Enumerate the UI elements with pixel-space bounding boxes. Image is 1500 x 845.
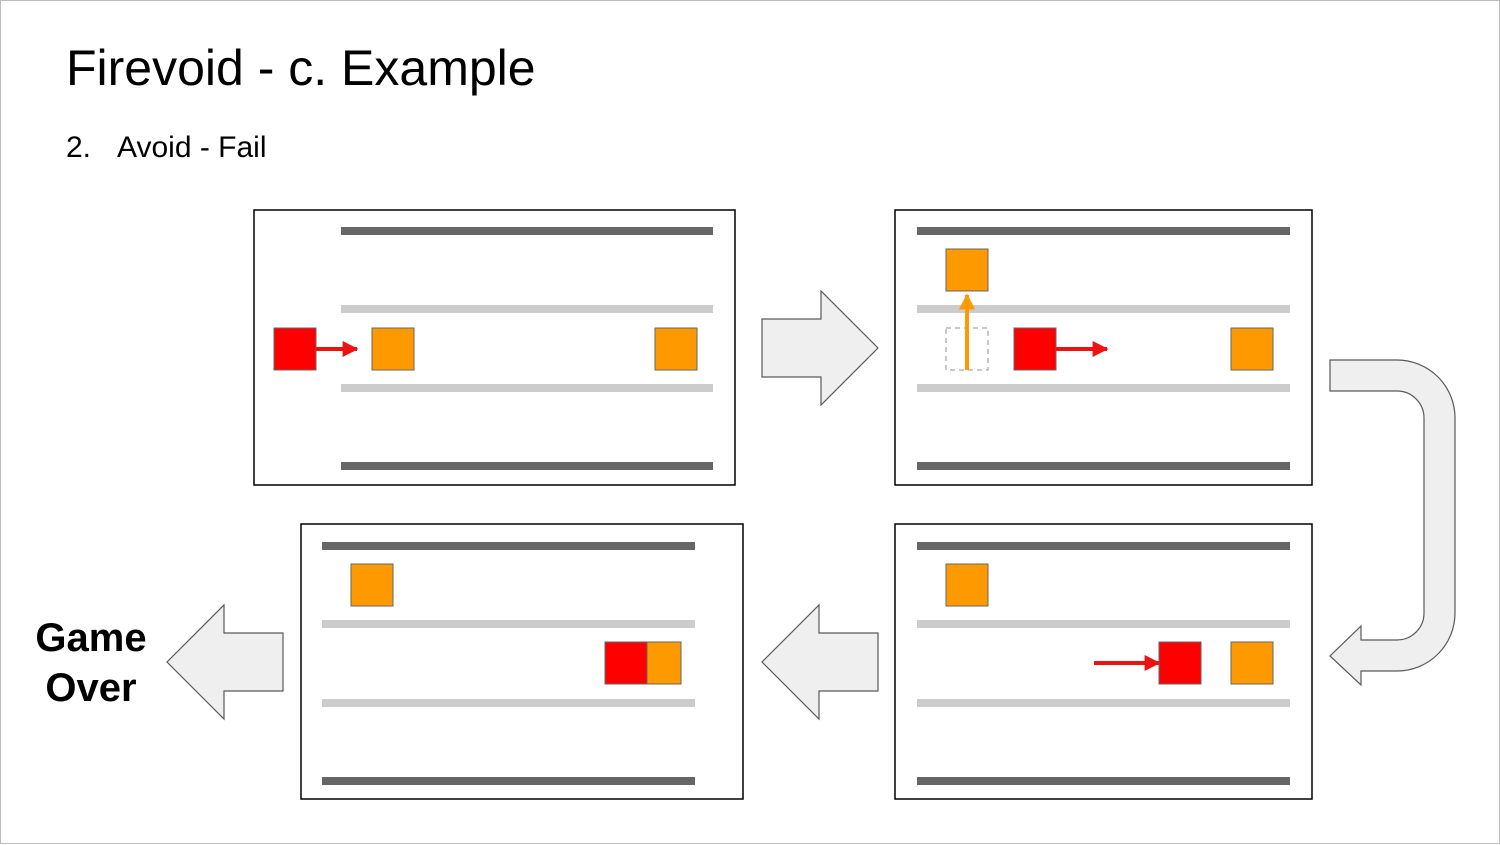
flow-u-turn-arrow [1329,359,1456,687]
subtitle-number: 2. [66,131,92,164]
panel-step-2 [894,209,1313,486]
player-red-square [273,327,317,371]
orange-square [654,327,698,371]
player-red-square [604,641,648,685]
orange-square [945,563,989,607]
slide-title: Firevoid - c. Example [66,40,536,96]
game-over-line: Game [35,616,147,660]
panel-step-3 [894,523,1313,800]
flow-right-arrow [761,289,879,407]
orange-square [1230,327,1274,371]
orange-square [1230,641,1274,685]
flow-left-arrow [166,603,284,721]
player-red-square [1013,327,1057,371]
orange-square [350,563,394,607]
player-red-square [1158,641,1202,685]
game-over-line: Over [45,666,137,710]
flow-left-arrow [761,603,879,721]
subtitle-text: Avoid - Fail [117,131,267,164]
panel-step-4 [300,523,744,800]
slide-subtitle: 2. Avoid - Fail [66,131,267,165]
panel-step-1 [253,209,736,486]
orange-square-lifted [945,248,989,292]
orange-square [371,327,415,371]
